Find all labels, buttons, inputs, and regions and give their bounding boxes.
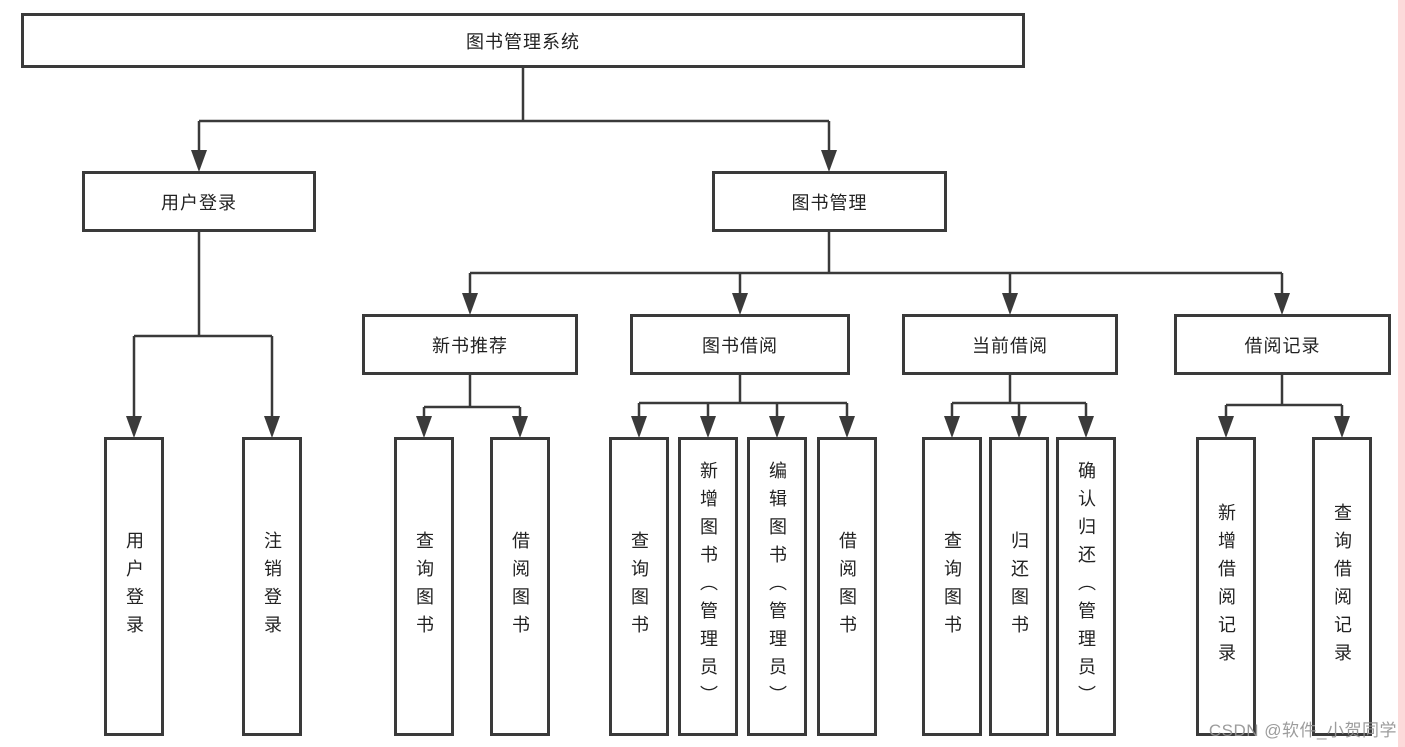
node-user-login: 用户登录 bbox=[82, 171, 316, 232]
arrowhead bbox=[1334, 416, 1350, 438]
leaf-query-books-recommend: 查询图书 bbox=[394, 437, 454, 736]
arrowhead bbox=[416, 416, 432, 438]
arrowhead bbox=[732, 293, 748, 315]
node-current-borrowing: 当前借阅 bbox=[902, 314, 1118, 375]
node-borrowing-records: 借阅记录 bbox=[1174, 314, 1391, 375]
arrowhead bbox=[191, 150, 207, 172]
arrowhead bbox=[839, 416, 855, 438]
leaf-borrow-books-borrowing: 借阅图书 bbox=[817, 437, 877, 736]
leaf-query-books-borrowing: 查询图书 bbox=[609, 437, 669, 736]
edges-book-management bbox=[462, 232, 1290, 315]
leaf-add-book-admin: 新增图书（管理员） bbox=[678, 437, 738, 736]
leaf-confirm-return-admin: 确认归还（管理员） bbox=[1056, 437, 1116, 736]
arrowhead bbox=[1011, 416, 1027, 438]
arrowhead bbox=[512, 416, 528, 438]
edges-user-login bbox=[126, 232, 280, 438]
leaf-return-books: 归还图书 bbox=[989, 437, 1049, 736]
arrowhead bbox=[631, 416, 647, 438]
node-book-management: 图书管理 bbox=[712, 171, 947, 232]
leaf-user-login: 用户登录 bbox=[104, 437, 164, 736]
leaf-logout: 注销登录 bbox=[242, 437, 302, 736]
arrowhead bbox=[1218, 416, 1234, 438]
leaf-query-books-current: 查询图书 bbox=[922, 437, 982, 736]
arrowhead bbox=[1274, 293, 1290, 315]
node-book-borrowing: 图书借阅 bbox=[630, 314, 850, 375]
arrowhead bbox=[126, 416, 142, 438]
node-new-book-recommend: 新书推荐 bbox=[362, 314, 578, 375]
arrowhead bbox=[769, 416, 785, 438]
leaf-edit-book-admin: 编辑图书（管理员） bbox=[747, 437, 807, 736]
edges-new-book-recommend bbox=[416, 375, 528, 438]
leaf-add-borrow-record: 新增借阅记录 bbox=[1196, 437, 1256, 736]
leaf-borrow-books-recommend: 借阅图书 bbox=[490, 437, 550, 736]
arrowhead bbox=[821, 150, 837, 172]
node-root: 图书管理系统 bbox=[21, 13, 1025, 68]
leaf-query-borrow-record: 查询借阅记录 bbox=[1312, 437, 1372, 736]
edges-current-borrowing bbox=[944, 375, 1094, 438]
edges-book-borrowing bbox=[631, 375, 855, 438]
csdn-watermark: CSDN @软件_小贺同学 bbox=[1208, 721, 1397, 740]
arrowhead bbox=[944, 416, 960, 438]
right-edge-strip bbox=[1398, 0, 1405, 747]
arrowhead bbox=[1002, 293, 1018, 315]
edges-borrowing-records bbox=[1218, 375, 1350, 438]
arrowhead bbox=[1078, 416, 1094, 438]
arrowhead bbox=[264, 416, 280, 438]
arrowhead bbox=[462, 293, 478, 315]
edges-root bbox=[191, 68, 837, 172]
arrowhead bbox=[700, 416, 716, 438]
